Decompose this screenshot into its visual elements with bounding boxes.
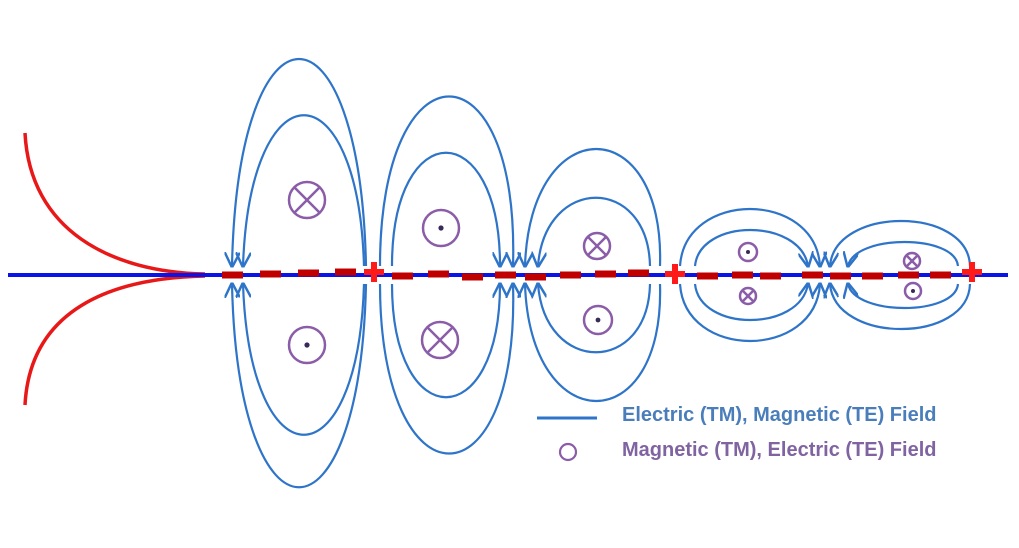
field-line [390, 284, 500, 399]
field-symbols [287, 180, 923, 365]
plus-icon [962, 262, 982, 282]
field-line [378, 95, 513, 267]
field-line [525, 147, 662, 266]
field-line [390, 151, 500, 266]
field-line [378, 284, 513, 455]
circle-cross-icon [287, 180, 327, 220]
circle-cross-icon [738, 286, 758, 306]
field-line [525, 284, 662, 403]
legend-line-label: Electric (TM), Magnetic (TE) Field [622, 404, 937, 426]
circle-cross-icon [582, 231, 612, 261]
legend-circle-swatch [558, 442, 578, 462]
decay-curve [23, 132, 206, 406]
field-line [830, 219, 972, 266]
circle-cross-icon [420, 320, 460, 360]
plus-icon [665, 264, 685, 284]
circle-dot-icon [582, 304, 614, 336]
field-line [243, 114, 366, 266]
field-line [243, 284, 366, 436]
field-line [693, 284, 808, 321]
legend-circle-label: Magnetic (TM), Electric (TE) Field [622, 439, 937, 461]
plus-icon [364, 262, 384, 282]
legend [537, 416, 597, 462]
field-line [538, 284, 652, 354]
field-line [538, 196, 652, 266]
circle-dot-icon [737, 241, 759, 263]
decay-curve-lower [23, 274, 206, 406]
circle-dot-icon [287, 325, 327, 365]
field-lines [232, 57, 972, 489]
field-line [848, 241, 960, 266]
field-line [830, 284, 972, 331]
field-line [232, 284, 368, 489]
decay-curve-upper [23, 132, 206, 276]
field-line [693, 229, 808, 266]
field-line [232, 57, 368, 266]
charge-segments [222, 268, 951, 281]
circle-dot-icon [903, 281, 923, 301]
circle-dot-icon [421, 208, 461, 248]
plus-marks [364, 262, 982, 284]
field-line [678, 208, 820, 266]
field-line [848, 284, 960, 309]
field-line [678, 284, 820, 342]
circle-cross-icon [902, 251, 922, 271]
